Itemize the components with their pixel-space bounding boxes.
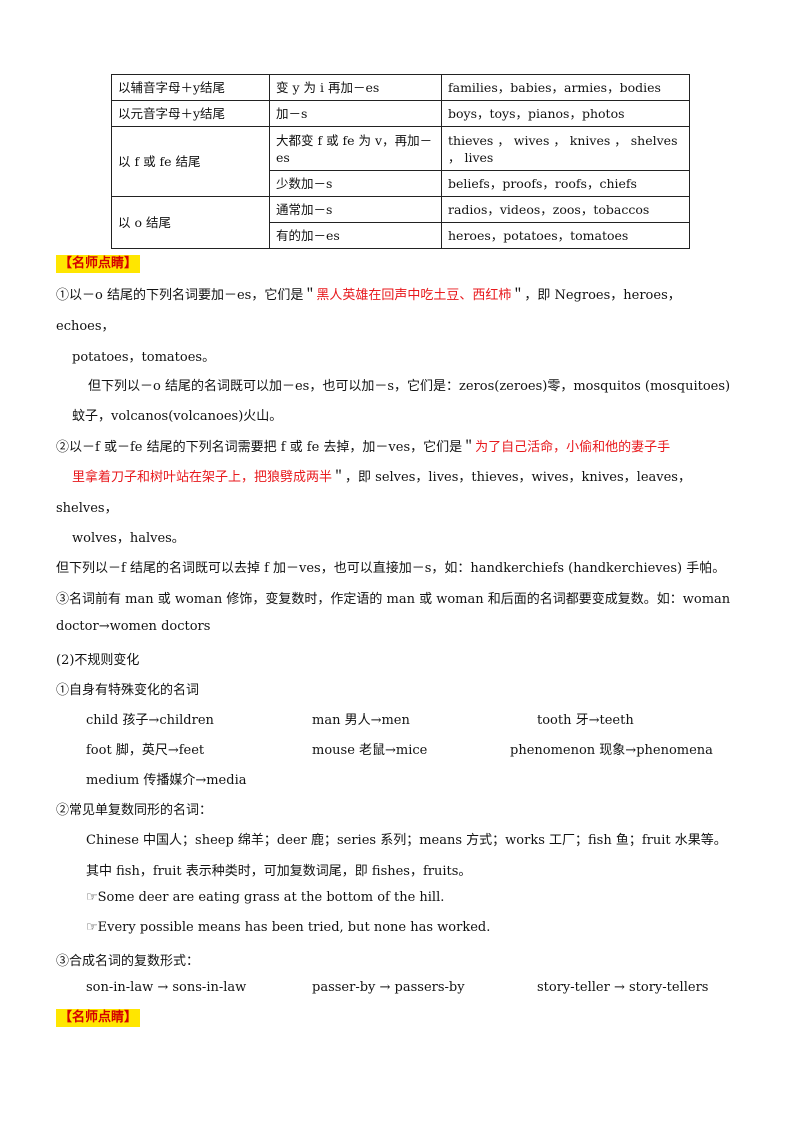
tip-badge: 【名师点睛】 [56,1009,141,1027]
same-form-list: Chinese 中国人；sheep 绵羊；deer 鹿；series 系列；me… [86,833,727,848]
note2-line1: ②以－f 或－fe 结尾的下列名词需要把 f 或 fe 去掉，加－ves，它们是… [56,436,670,455]
table-row: 以元音字母＋y结尾 加－s boys，toys，pianos，photos [111,100,690,127]
same-form-note: 其中 fish，fruit 表示种类时，可加复数词尾，即 fishes，frui… [86,864,472,879]
examples-cell: radios，videos，zoos，tobaccos [441,196,690,223]
rule-cell: 通常加－s [269,196,442,223]
note1-line3: potatoes，tomatoes。 [72,350,216,365]
irregular-item: child 孩子→children [86,713,214,728]
note2-line3: shelves， [56,501,118,516]
compound-item: story-teller → story-tellers [537,980,709,995]
table-row: 以 f 或 fe 结尾 大都变 f 或 fe 为 v，再加－es thieves… [111,126,690,197]
note3-line2: doctor→women doctors [56,619,211,634]
note1-mnemonic: 黑人英雄在回声中吃土豆、西红柿 [316,288,512,303]
note2-line4: wolves，halves。 [72,531,185,546]
note1-line1: ①以－o 结尾的下列名词要加－es，它们是＂黑人英雄在回声中吃土豆、西红柿＂，即… [56,284,681,303]
table-row: 少数加－s beliefs，proofs，roofs，chiefs [112,170,690,197]
ending-type-cell: 以 o 结尾 [111,196,270,249]
examples-cell: thieves ， wives ， knives ， shelves ， liv… [441,126,690,171]
example-sentence: ☞Some deer are eating grass at the botto… [86,890,445,905]
section-title: (2)不规则变化 [56,653,140,668]
irregular-item: tooth 牙→teeth [537,713,634,728]
table-row: 以辅音字母＋y结尾 变 y 为 i 再加－es families，babies，… [111,74,690,101]
examples-cell: heroes，potatoes，tomatoes [441,222,690,249]
note2-line2: 里拿着刀子和树叶站在架子上，把狼劈成两半＂，即 selves，lives，thi… [72,466,691,485]
note1-line5: 蚊子，volcanos(volcanoes)火山。 [72,409,283,424]
note2-prefix: ②以－f 或－fe 结尾的下列名词需要把 f 或 fe 去掉，加－ves，它们是… [56,440,476,455]
example-sentence: ☞Every possible means has been tried, bu… [86,920,491,935]
table-row: 有的加－es heroes，potatoes，tomatoes [112,222,690,249]
ending-type-cell: 以元音字母＋y结尾 [111,100,270,127]
examples-cell: beliefs，proofs，roofs，chiefs [441,170,690,197]
ending-type-cell: 以辅音字母＋y结尾 [111,74,270,101]
table-row: 以 o 结尾 通常加－s radios，videos，zoos，tobaccos [111,196,690,249]
rule-cell: 少数加－s [269,170,442,197]
note2-mnemonic-b: 里拿着刀子和树叶站在架子上，把狼劈成两半 [72,470,333,485]
note1-line2: echoes， [56,319,115,334]
note2-mnemonic-a: 为了自己活命，小偷和他的妻子手 [475,440,671,455]
irregular-item: mouse 老鼠→mice [312,743,428,758]
note2-suffix: ＂，即 selves，lives，thieves，wives，knives，le… [332,470,691,485]
irregular-item: man 男人→men [312,713,410,728]
compound-item: son-in-law → sons-in-law [86,980,247,995]
note1-suffix: ＂，即 Negroes，heroes， [511,288,681,303]
tip-badge: 【名师点睛】 [56,255,141,273]
irregular-item: foot 脚，英尺→feet [86,743,205,758]
rule-cell: 变 y 为 i 再加－es [269,74,442,101]
subsection-title: ②常见单复数同形的名词： [56,803,213,818]
plural-rules-table: 以辅音字母＋y结尾 变 y 为 i 再加－es families，babies，… [111,74,690,249]
compound-item: passer-by → passers-by [312,980,465,995]
irregular-item: phenomenon 现象→phenomena [510,743,713,758]
examples-cell: boys，toys，pianos，photos [441,100,690,127]
note3-line1: ③名词前有 man 或 woman 修饰，变复数时，作定语的 man 或 wom… [56,592,731,607]
examples-cell: families，babies，armies，bodies [441,74,690,101]
subsection-title: ①自身有特殊变化的名词 [56,683,200,698]
rule-cell: 有的加－es [269,222,442,249]
note2-line5: 但下列以－f 结尾的名词既可以去掉 f 加－ves，也可以直接加－s，如：han… [56,561,726,576]
ending-type-cell: 以 f 或 fe 结尾 [111,126,270,197]
rule-cell: 加－s [269,100,442,127]
subsection-title: ③合成名词的复数形式： [56,954,200,969]
note1-prefix: ①以－o 结尾的下列名词要加－es，它们是＂ [56,288,317,303]
rule-cell: 大都变 f 或 fe 为 v，再加－es [269,126,442,171]
irregular-item: medium 传播媒介→media [86,773,247,788]
note1-line4: 但下列以－o 结尾的名词既可以加－es，也可以加－s，它们是：zeros(zer… [88,379,731,394]
